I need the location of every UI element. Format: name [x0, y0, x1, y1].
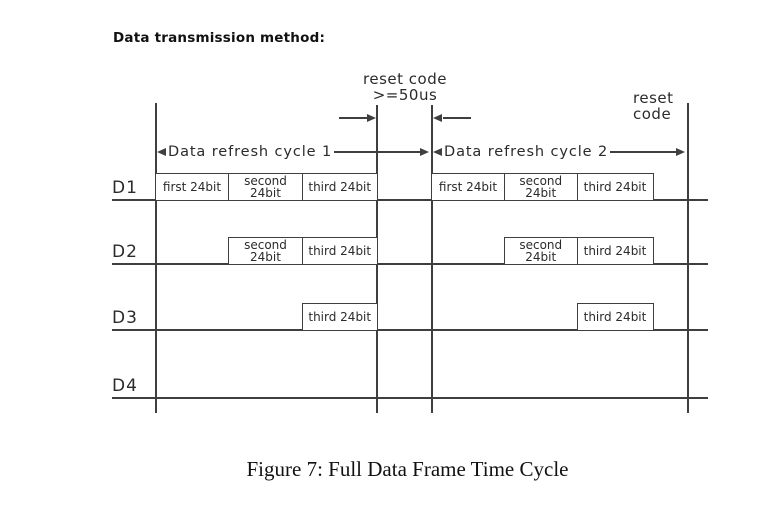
data-block: third 24bit: [302, 302, 378, 331]
reset-duration-label: >=50us: [372, 86, 438, 104]
block-text: first 24bit: [162, 179, 222, 194]
data-block: first 24bit: [431, 172, 505, 201]
data-block: first 24bit: [155, 172, 229, 201]
block-text: second: [244, 173, 287, 188]
signal-baseline-d1: [112, 199, 708, 201]
block-text: third 24bit: [308, 243, 372, 258]
reset-code-label: reset code: [363, 70, 447, 88]
channel-label-d4: D4: [112, 376, 138, 396]
signal-baseline-d3: [112, 329, 708, 331]
cycle1-label: Data refresh cycle 1: [168, 144, 333, 160]
reset-code-right-annotation: reset code: [633, 89, 674, 123]
figure-caption: Figure 7: Full Data Frame Time Cycle: [246, 457, 569, 481]
reset-code-annotation: reset code >=50us: [340, 71, 470, 103]
data-block: third 24bit: [576, 302, 654, 331]
cycle1-span-line: [334, 151, 420, 153]
channel-label-d1: D1: [112, 178, 138, 198]
reset-arrow-left-line: [339, 117, 368, 119]
data-block: second 24bit: [503, 172, 578, 201]
block-text: 24bit: [525, 185, 557, 200]
arrowhead-right-icon: [420, 148, 429, 156]
channel-label-d2: D2: [112, 242, 138, 262]
data-block: third 24bit: [302, 172, 378, 201]
cycle1-start-boundary-line: [155, 103, 157, 413]
block-text: 24bit: [525, 249, 557, 264]
reset-label-line2: code: [633, 104, 672, 123]
block-text: third 24bit: [583, 179, 647, 194]
block-text: first 24bit: [438, 179, 498, 194]
reset-end-boundary-line: [431, 105, 433, 413]
arrowhead-right-icon: [676, 148, 685, 156]
data-block: second 24bit: [227, 236, 304, 265]
block-text: third 24bit: [308, 309, 372, 324]
data-block: third 24bit: [302, 236, 378, 265]
block-text: second: [519, 237, 563, 252]
cycle2-end-boundary-line: [687, 103, 689, 413]
arrowhead-left-icon: [433, 113, 442, 122]
block-text: second: [244, 237, 287, 252]
cycle2-span-line: [610, 151, 676, 153]
block-text: 24bit: [250, 185, 281, 200]
block-text: third 24bit: [308, 179, 372, 194]
arrowhead-right-icon: [367, 113, 376, 122]
channel-label-d3: D3: [112, 308, 138, 328]
block-text: third 24bit: [583, 243, 647, 258]
data-refresh-cycle1-span: Data refresh cycle 1: [157, 144, 429, 160]
signal-baseline-d2: [112, 263, 708, 265]
reset-arrow-right-line: [443, 117, 471, 119]
reset-label-line1: reset: [633, 89, 674, 107]
data-block: second 24bit: [227, 172, 304, 201]
block-text: 24bit: [250, 249, 281, 264]
block-text: third 24bit: [583, 309, 647, 324]
cycle2-label: Data refresh cycle 2: [444, 144, 609, 160]
data-block: third 24bit: [576, 172, 654, 201]
arrowhead-left-icon: [433, 148, 442, 156]
signal-baseline-d4: [112, 397, 708, 399]
data-block: second 24bit: [503, 236, 578, 265]
data-refresh-cycle2-span: Data refresh cycle 2: [433, 144, 685, 160]
data-block: third 24bit: [576, 236, 654, 265]
section-heading: Data transmission method:: [113, 30, 326, 46]
block-text: second: [519, 173, 563, 188]
arrowhead-left-icon: [157, 148, 166, 156]
